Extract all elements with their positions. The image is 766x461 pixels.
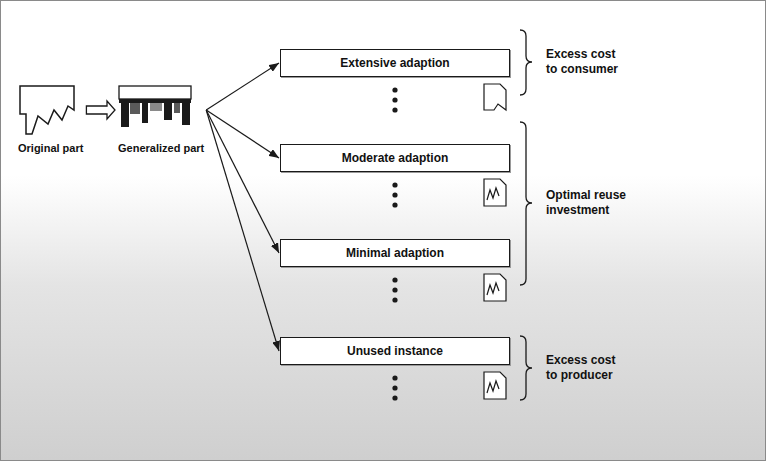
brace-note: Excess cost to consumer bbox=[546, 47, 622, 77]
curly-brace bbox=[520, 122, 532, 285]
process-box: Unused instance bbox=[280, 337, 510, 365]
ellipsis-dot bbox=[392, 385, 397, 390]
part-label: Original part bbox=[18, 142, 83, 155]
part-squiggle bbox=[487, 283, 499, 295]
part-tooth bbox=[182, 103, 190, 125]
part-tooth bbox=[119, 99, 191, 103]
ellipsis-dot bbox=[392, 375, 397, 380]
part-tooth bbox=[142, 103, 148, 123]
part-tooth bbox=[150, 103, 162, 111]
block-arrow bbox=[86, 101, 115, 119]
curly-brace bbox=[520, 336, 532, 400]
box-label: Extensive adaption bbox=[340, 56, 449, 70]
brace-note: Excess cost to producer bbox=[546, 353, 622, 383]
part-icon bbox=[484, 179, 506, 206]
part-squiggle bbox=[487, 188, 499, 200]
part-tooth bbox=[121, 103, 129, 127]
part-illustration bbox=[18, 80, 78, 138]
part-tooth bbox=[130, 103, 140, 114]
part-tooth bbox=[164, 103, 172, 120]
part-icon bbox=[484, 274, 506, 301]
process-box: Minimal adaption bbox=[280, 239, 510, 267]
connector-arrow bbox=[206, 110, 279, 158]
connector-arrow bbox=[206, 63, 279, 110]
ellipsis-dot bbox=[392, 277, 397, 282]
part-label: Generalized part bbox=[118, 142, 204, 155]
part-figure: Original part bbox=[18, 80, 83, 155]
box-label: Moderate adaption bbox=[342, 151, 449, 165]
part-icon bbox=[484, 84, 506, 110]
ellipsis-dot bbox=[392, 287, 397, 292]
curly-brace bbox=[520, 30, 532, 95]
part-icon bbox=[484, 372, 506, 399]
ellipsis-dot bbox=[392, 202, 397, 207]
box-label: Minimal adaption bbox=[346, 246, 444, 260]
braces bbox=[520, 30, 532, 400]
ellipsis-dot bbox=[392, 297, 397, 302]
part-illustration bbox=[118, 80, 192, 138]
part-tooth bbox=[174, 103, 180, 113]
connector-arrow bbox=[206, 110, 279, 351]
part-top bbox=[119, 86, 191, 99]
box-label: Unused instance bbox=[347, 344, 443, 358]
process-box: Moderate adaption bbox=[280, 144, 510, 172]
ellipsis-dot bbox=[392, 87, 397, 92]
brace-note: Optimal reuse investment bbox=[546, 188, 634, 218]
ellipsis-dot bbox=[392, 182, 397, 187]
ellipsis-dot bbox=[392, 107, 397, 112]
ellipsis-dot bbox=[392, 192, 397, 197]
ellipsis-dot bbox=[392, 97, 397, 102]
process-box: Extensive adaption bbox=[280, 49, 510, 77]
part-figure: Generalized part bbox=[118, 80, 204, 155]
part-squiggle bbox=[487, 381, 499, 393]
part-outline bbox=[20, 86, 74, 134]
ellipsis-dot bbox=[392, 395, 397, 400]
